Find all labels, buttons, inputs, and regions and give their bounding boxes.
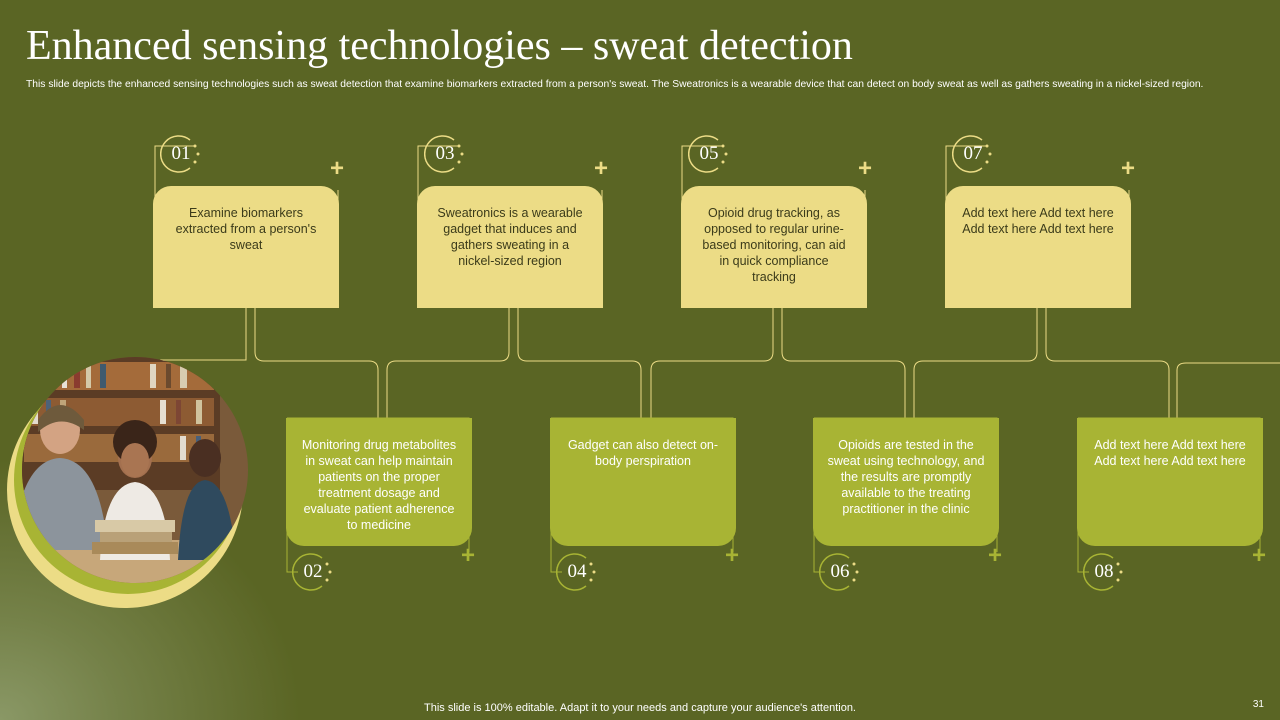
step-number-02: 02: [292, 552, 334, 592]
plus-icon: +: [594, 155, 609, 182]
step-number-05: 05: [688, 134, 730, 174]
plus-icon: +: [1252, 542, 1267, 569]
plus-icon: +: [330, 155, 345, 182]
page-number: 31: [1252, 699, 1264, 710]
step-box-06: Opioids are tested in the sweat using te…: [813, 418, 999, 546]
step-number-03: 03: [424, 134, 466, 174]
slide-subtitle: This slide depicts the enhanced sensing …: [26, 79, 1204, 90]
plus-icon: +: [725, 542, 740, 569]
slide-title: Enhanced sensing technologies – sweat de…: [26, 23, 853, 69]
step-number-08: 08: [1083, 552, 1125, 592]
plus-icon: +: [988, 542, 1003, 569]
plus-icon: +: [461, 542, 476, 569]
step-box-07: Add text here Add text here Add text her…: [945, 186, 1131, 308]
footer-note: This slide is 100% editable. Adapt it to…: [424, 702, 856, 714]
step-number-07: 07: [952, 134, 994, 174]
step-number-01: 01: [160, 134, 202, 174]
plus-icon: +: [1121, 155, 1136, 182]
students-photo: [0, 350, 260, 620]
step-box-02: Monitoring drug metabolites in sweat can…: [286, 418, 472, 546]
step-box-04: Gadget can also detect on-body perspirat…: [550, 418, 736, 546]
step-number-04: 04: [556, 552, 598, 592]
step-number-06: 06: [819, 552, 861, 592]
step-box-08: Add text here Add text here Add text her…: [1077, 418, 1263, 546]
step-box-05: Opioid drug tracking, as opposed to regu…: [681, 186, 867, 308]
step-box-01: Examine biomarkers extracted from a pers…: [153, 186, 339, 308]
plus-icon: +: [858, 155, 873, 182]
step-box-03: Sweatronics is a wearable gadget that in…: [417, 186, 603, 308]
